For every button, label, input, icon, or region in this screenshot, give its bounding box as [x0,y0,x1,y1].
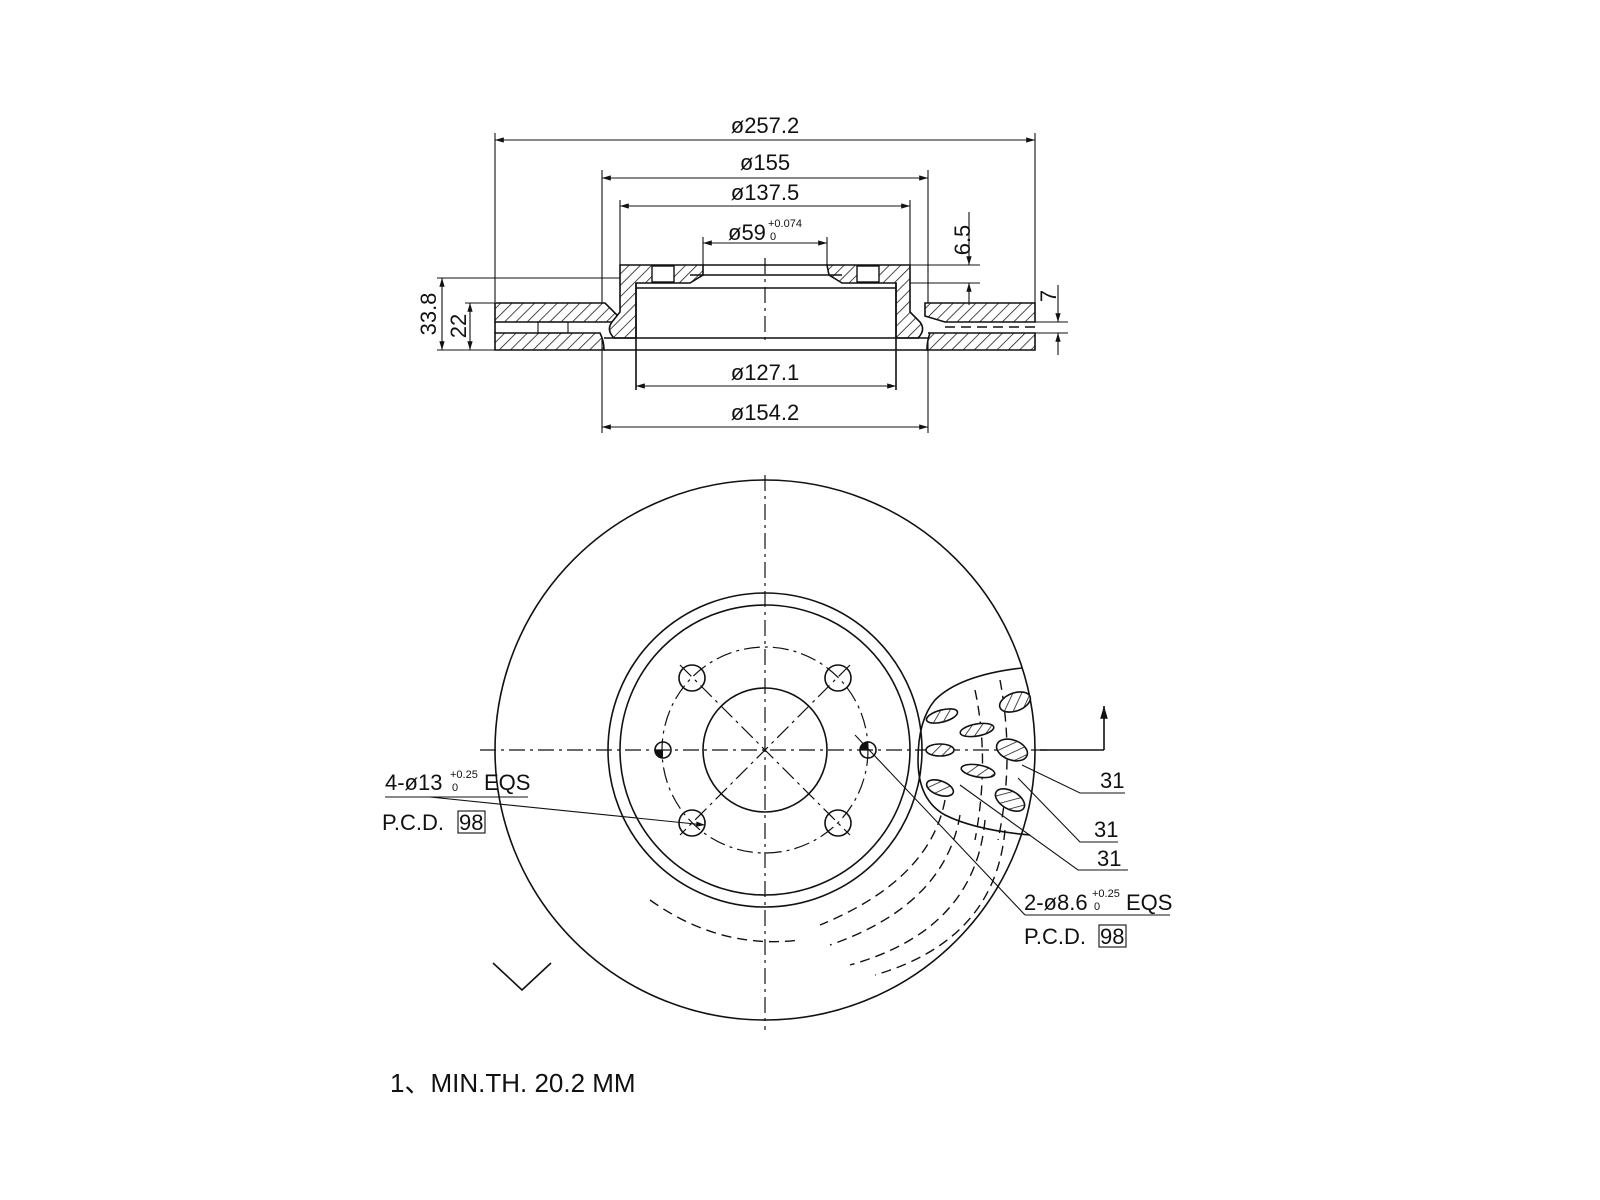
outer-plate-left-top [494,302,620,323]
dim-hat-inner-diameter: ø127.1 [731,360,800,385]
vane-dim-2: 31 [1094,817,1118,842]
dim-hat-thickness: 6.5 [950,225,975,256]
dim-hat-face-diameter: ø137.5 [731,180,800,205]
dim-hat-outer-diameter: ø155 [740,150,790,175]
pin-suffix: EQS [1126,890,1172,915]
outer-plate-right-bottom [926,332,1036,351]
dim-vane-gap: 7 [1036,290,1061,302]
bolt-suffix: EQS [484,770,530,795]
bolt-holes [678,664,852,837]
front-view: 4-ø13 +0.25 0 EQS P.C.D. 98 2-ø8.6 +0.25… [382,475,1172,1030]
dim-total-height: 33.8 [416,293,441,336]
dim-outer-diameter: ø257.2 [731,113,800,138]
dim-bore-tol-lower: 0 [770,231,776,243]
pin-holes [654,741,877,759]
pin-hole-label: 2-ø8.6 [1024,890,1088,915]
bolt-pcd-value: 98 [459,810,483,835]
dim-bore-diameter: ø59 [728,220,766,245]
bolt-hole-section-right [856,265,880,283]
pin-pcd-value: 98 [1100,924,1124,949]
bolt-pcd-label: P.C.D. [382,810,444,835]
pin-tol-upper: +0.25 [1092,888,1120,900]
dim-bore-tol-upper: +0.074 [768,218,802,230]
outer-plate-right-top [924,302,1036,323]
hat-left [608,264,704,339]
pin-pcd-label: P.C.D. [1024,924,1086,949]
pin-tol-lower: 0 [1094,901,1100,913]
outer-plate-left-bottom [494,332,605,351]
section-view: ø257.2 ø155 ø137.5 ø59 +0.074 0 6.5 7 33… [416,113,1068,433]
dim-hat-base-diameter: ø154.2 [731,400,800,425]
dim-disc-thickness: 22 [446,314,471,338]
bolt-hole-section-left [651,265,675,283]
surface-finish-symbol [492,962,552,992]
vane-dim-1: 31 [1100,768,1124,793]
vane-dim-3: 31 [1097,846,1121,871]
vane-cutaway [649,667,1108,976]
bolt-tol-lower: 0 [452,782,458,794]
min-thickness-note: 1、MIN.TH. 20.2 MM [390,1068,636,1098]
bolt-tol-upper: +0.25 [450,769,478,781]
bolt-hole-label: 4-ø13 [385,770,442,795]
